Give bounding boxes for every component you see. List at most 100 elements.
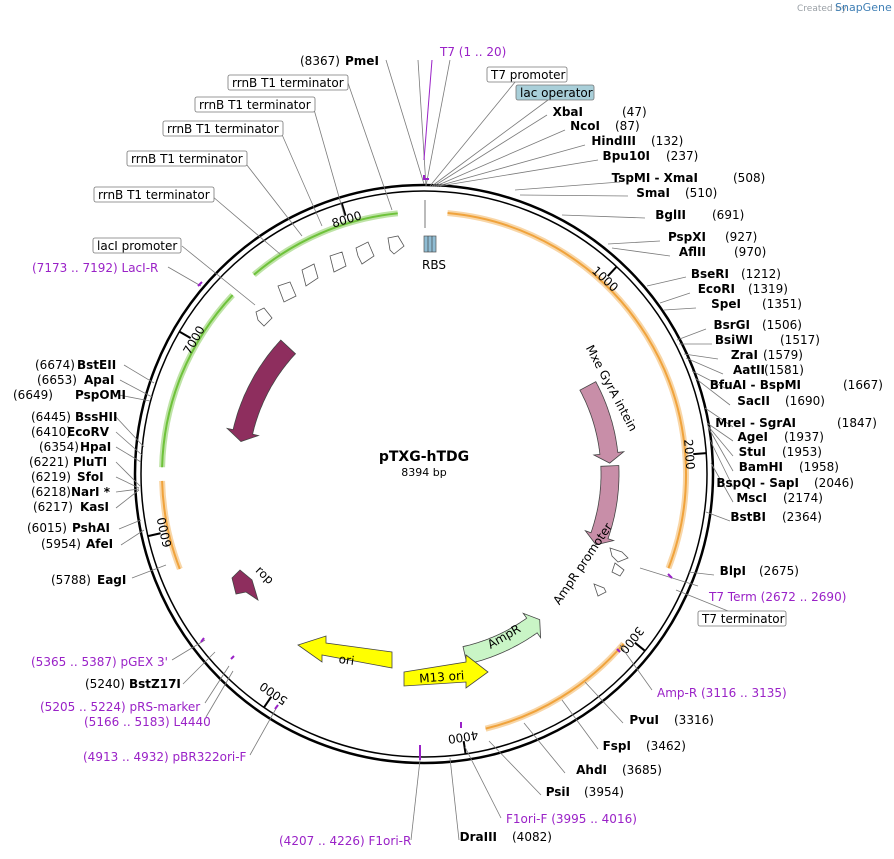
enzyme-name: ZraI (731, 348, 758, 362)
enzyme-name: PspXI (668, 230, 706, 244)
enzyme-position: (6410) (31, 425, 71, 439)
laci-label: lacI (207, 382, 224, 405)
ampr-promoter-end (611, 562, 625, 577)
enzyme-site: BstBI(2364) (730, 510, 822, 524)
feature-box: rrnB T1 terminator (162, 120, 284, 137)
feature-box: lacI promoter (92, 237, 182, 254)
enzyme-site: FspI(3462) (603, 739, 686, 753)
feature-box-label: lac operator (520, 86, 593, 100)
feature-box: rrnB T1 terminator (227, 74, 349, 91)
enzyme-site: PvuI(3316) (629, 713, 714, 727)
enzyme-position: (6354) (39, 440, 79, 454)
snapgene-logo: SnapGene (835, 1, 892, 14)
enzyme-site: BamHI(1958) (739, 460, 839, 474)
enzyme-site: BsiWI(1517) (715, 333, 820, 347)
tick-1000 (607, 265, 618, 277)
orf-mxe-gst (447, 212, 687, 569)
enzyme-name: AfeI (86, 537, 113, 551)
terminator-5 (277, 281, 297, 303)
enzyme-position: (2364) (782, 510, 822, 524)
enzyme-position: (927) (725, 230, 757, 244)
enzyme-site: DraIII(4082) (460, 830, 552, 844)
enzyme-name: BsiWI (715, 333, 753, 347)
enzyme-position: (6445) (31, 410, 71, 424)
enzyme-site: AhdI(3685) (576, 763, 662, 777)
enzyme-site: HindIII(132) (591, 134, 683, 148)
enzyme-name: BglII (655, 208, 686, 222)
ampr-promoter-label: AmpR promoter (550, 520, 615, 607)
primer-label: (5166 .. 5183) L4440 (84, 715, 211, 729)
enzyme-name: ApaI (84, 373, 114, 387)
enzyme-position: (1506) (762, 318, 802, 332)
enzyme-site: Bpu10I (237) (603, 149, 699, 163)
enzyme-position: (2675) (759, 564, 799, 578)
enzyme-position: (1351) (762, 297, 802, 311)
enzyme-site: (6354)HpaI (39, 440, 111, 454)
enzyme-position: (1953) (782, 445, 822, 459)
enzyme-position: (8367) (300, 54, 340, 68)
enzyme-position: (508) (733, 171, 765, 185)
enzyme-site: AatII(1581) (733, 363, 804, 377)
primer-label: (5365 .. 5387) pGEX 3' (31, 655, 168, 669)
rop-arrow (231, 569, 259, 601)
enzyme-position: (6653) (37, 373, 77, 387)
enzyme-site: PsiI(3954) (546, 785, 624, 799)
laci-arrow (225, 339, 297, 442)
ampr-arrow (462, 612, 542, 665)
feature-box-label: rrnB T1 terminator (167, 122, 279, 136)
enzyme-site: BspQI - SapI(2046) (716, 476, 854, 490)
enzyme-position: (1579) (763, 348, 803, 362)
enzyme-position: (237) (666, 149, 698, 163)
enzyme-site: (5788)EagI (51, 573, 126, 587)
enzyme-position: (1667) (843, 378, 883, 392)
enzyme-position: (2174) (783, 491, 823, 505)
m13-ori-arrow (403, 654, 489, 689)
enzyme-name: PmeI (345, 54, 379, 68)
primer-label: (4913 .. 4932) pBR322ori-F (83, 750, 247, 764)
enzyme-position: (132) (651, 134, 683, 148)
enzyme-site: PspXI (927) (668, 230, 757, 244)
terminator-1 (387, 235, 405, 255)
tick-label: 3000 (617, 624, 647, 657)
enzyme-name: EcoRV (67, 425, 110, 439)
enzyme-name: Bpu10I (603, 149, 650, 163)
enzyme-site: XbaI(47) (553, 105, 647, 119)
enzyme-name: BsrGI (713, 318, 750, 332)
enzyme-name: BspQI - SapI (716, 476, 799, 490)
feature-box-label: lacI promoter (97, 239, 177, 253)
primer-marks (197, 59, 673, 760)
feature-box-label: T7 terminator (701, 612, 785, 626)
tick-8000 (340, 202, 347, 216)
enzyme-position: (3954) (584, 785, 624, 799)
enzymes-left: (8367)PmeI(6674)BstEII(6653)ApaI(6649)Ps… (13, 54, 379, 691)
enzyme-name: AatII (733, 363, 765, 377)
tick-7000 (178, 330, 192, 339)
enzyme-position: (4082) (512, 830, 552, 844)
enzyme-position: (5954) (41, 537, 81, 551)
enzyme-name: EcoRI (698, 282, 735, 296)
enzyme-site: (6410)EcoRV (31, 425, 110, 439)
enzyme-site: (8367) PmeI (300, 54, 379, 68)
feature-box: rrnB T1 terminator (126, 150, 248, 167)
tick-label: 8000 (330, 208, 363, 230)
plasmid-size: 8394 bp (401, 466, 446, 479)
tick-label: 7000 (180, 323, 207, 356)
enzyme-name: BamHI (739, 460, 783, 474)
enzyme-name: PluTI (73, 455, 107, 469)
tick-5000 (263, 696, 273, 708)
enzyme-name: AhdI (576, 763, 607, 777)
enzyme-name: BstEII (77, 358, 116, 372)
enzyme-position: (3462) (646, 739, 686, 753)
enzyme-name: PvuI (629, 713, 659, 727)
enzyme-position: (6221) (29, 455, 69, 469)
enzyme-name: AgeI (738, 430, 768, 444)
enzyme-site: (6445)BssHII (31, 410, 117, 424)
gst-label: GST (635, 476, 653, 503)
terminator-4 (301, 263, 319, 287)
enzyme-name: SacII (737, 394, 770, 408)
enzyme-site: MreI - SgrAI(1847) (715, 416, 877, 430)
tick-label: 6000 (154, 516, 174, 549)
tick-4000 (462, 740, 467, 755)
laci-promoter-shape (255, 307, 273, 327)
